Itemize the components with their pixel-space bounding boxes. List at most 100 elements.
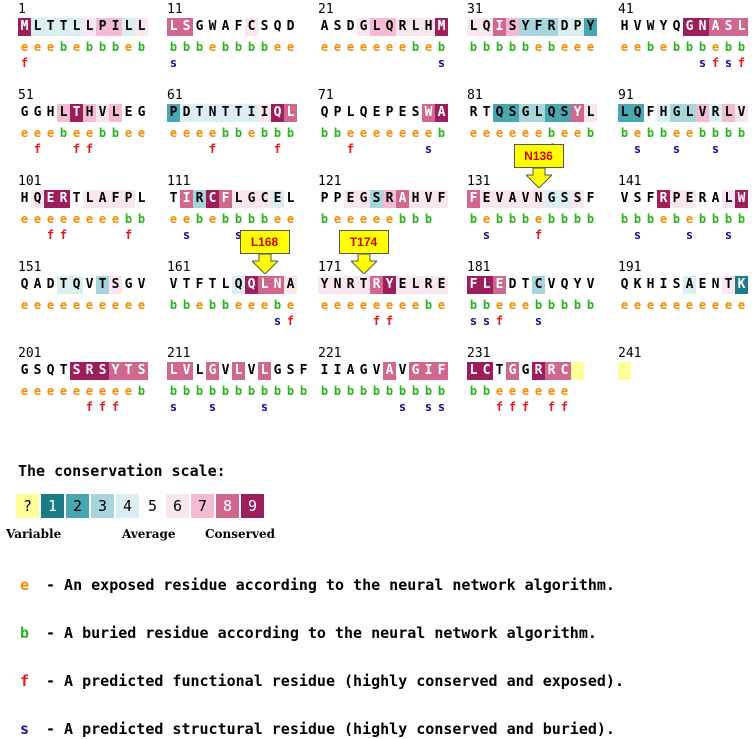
burial-letter: e bbox=[33, 298, 42, 312]
burial-letter: b bbox=[247, 384, 256, 398]
legend-symbol-f: f bbox=[20, 672, 30, 690]
prediction-letter: f bbox=[372, 314, 381, 328]
residue-cell: L bbox=[122, 18, 135, 36]
burial-letter: e bbox=[85, 126, 94, 140]
residue-cell: P bbox=[122, 190, 135, 208]
residue-cell: Y bbox=[519, 18, 532, 36]
residue-cell: N bbox=[271, 276, 284, 294]
residue-cell: T bbox=[57, 276, 70, 294]
residue-cell: Q bbox=[631, 104, 644, 122]
burial-letter: b bbox=[586, 298, 595, 312]
burial-letter: e bbox=[195, 298, 204, 312]
residue-cell: V bbox=[180, 362, 193, 380]
residue-cell: S bbox=[96, 362, 109, 380]
burial-letter: b bbox=[111, 126, 120, 140]
prediction-letter: f bbox=[85, 400, 94, 414]
block-start-number: 191 bbox=[618, 260, 642, 275]
block-start-number: 1 bbox=[18, 2, 26, 17]
scale-cell-7: 7 bbox=[191, 494, 214, 518]
prediction-letter: f bbox=[711, 56, 720, 70]
residue-cell: L bbox=[409, 276, 422, 294]
residue-cell: F bbox=[584, 190, 597, 208]
scale-cell-1: 1 bbox=[41, 494, 64, 518]
residue-cell: Q bbox=[31, 190, 44, 208]
burial-letter: b bbox=[234, 212, 243, 226]
residue-cell: N bbox=[709, 276, 722, 294]
residue-cell: R bbox=[383, 190, 396, 208]
residue-cell bbox=[618, 362, 631, 380]
residue-cell: H bbox=[44, 104, 57, 122]
residue-cell: Y bbox=[571, 104, 584, 122]
burial-letter: e bbox=[724, 298, 733, 312]
residue-cell: H bbox=[409, 190, 422, 208]
prediction-letter: s bbox=[437, 400, 446, 414]
residue-cell: D bbox=[506, 276, 519, 294]
residue-cell: R bbox=[422, 276, 435, 294]
burial-letter: e bbox=[521, 126, 530, 140]
prediction-letter: s bbox=[424, 142, 433, 156]
residue-cell: G bbox=[245, 190, 258, 208]
residue-cell: F bbox=[467, 276, 480, 294]
residue-cell: Q bbox=[357, 104, 370, 122]
residue-cell: Q bbox=[618, 276, 631, 294]
residue-cell: P bbox=[331, 190, 344, 208]
burial-letter: e bbox=[711, 298, 720, 312]
burial-letter: e bbox=[182, 126, 191, 140]
burial-letter: b bbox=[547, 40, 556, 54]
burial-letter: b bbox=[372, 384, 381, 398]
residue-cell: L bbox=[57, 104, 70, 122]
prediction-letter: s bbox=[534, 314, 543, 328]
residue-cell: L bbox=[167, 362, 180, 380]
residue-cell: G bbox=[683, 18, 696, 36]
burial-letter: b bbox=[437, 126, 446, 140]
prediction-letter: f bbox=[547, 400, 556, 414]
residue-cell: A bbox=[31, 276, 44, 294]
burial-letter: b bbox=[137, 212, 146, 226]
residue-cell: L bbox=[109, 104, 122, 122]
burial-letter: e bbox=[346, 40, 355, 54]
block-start-number: 221 bbox=[318, 346, 342, 361]
burial-letter: b bbox=[260, 126, 269, 140]
burial-letter: b bbox=[85, 40, 94, 54]
burial-letter: b bbox=[724, 212, 733, 226]
burial-letter: b bbox=[573, 298, 582, 312]
burial-letter: e bbox=[124, 298, 133, 312]
burial-letter: b bbox=[221, 126, 230, 140]
residue-cell: S bbox=[31, 362, 44, 380]
residue-cell: Q bbox=[271, 104, 284, 122]
burial-letter: b bbox=[737, 212, 746, 226]
burial-letter: b bbox=[320, 126, 329, 140]
burial-letter: b bbox=[234, 40, 243, 54]
residue-cell: G bbox=[670, 104, 683, 122]
burial-letter: b bbox=[711, 126, 720, 140]
burial-letter: b bbox=[299, 384, 308, 398]
residue-cell: Q bbox=[558, 276, 571, 294]
scale-cell-9: 9 bbox=[241, 494, 264, 518]
callout-t174: T174 bbox=[338, 230, 389, 274]
prediction-letter: f bbox=[286, 314, 295, 328]
prediction-letter: s bbox=[169, 400, 178, 414]
residue-cell: Q bbox=[232, 276, 245, 294]
burial-letter: b bbox=[98, 126, 107, 140]
burial-letter: b bbox=[260, 384, 269, 398]
residue-cell: N bbox=[331, 276, 344, 294]
residue-cell: L bbox=[83, 18, 96, 36]
prediction-letter: f bbox=[46, 228, 55, 242]
burial-letter: e bbox=[534, 384, 543, 398]
scale-cell-unknown: ? bbox=[16, 494, 39, 518]
legend-buried: b- A buried residue according to the neu… bbox=[20, 624, 597, 642]
burial-letter: b bbox=[59, 40, 68, 54]
residue-cell: H bbox=[644, 276, 657, 294]
residue-cell: L bbox=[31, 18, 44, 36]
burial-letter: e bbox=[359, 40, 368, 54]
prediction-letter: s bbox=[182, 228, 191, 242]
prediction-letter: s bbox=[398, 400, 407, 414]
residue-cell: F bbox=[644, 104, 657, 122]
burial-letter: e bbox=[372, 40, 381, 54]
burial-letter: b bbox=[111, 40, 120, 54]
scale-cell-2: 2 bbox=[66, 494, 89, 518]
burial-letter: b bbox=[659, 126, 668, 140]
burial-letter: e bbox=[273, 212, 282, 226]
residue-cell: G bbox=[519, 362, 532, 380]
residue-cell: E bbox=[396, 104, 409, 122]
